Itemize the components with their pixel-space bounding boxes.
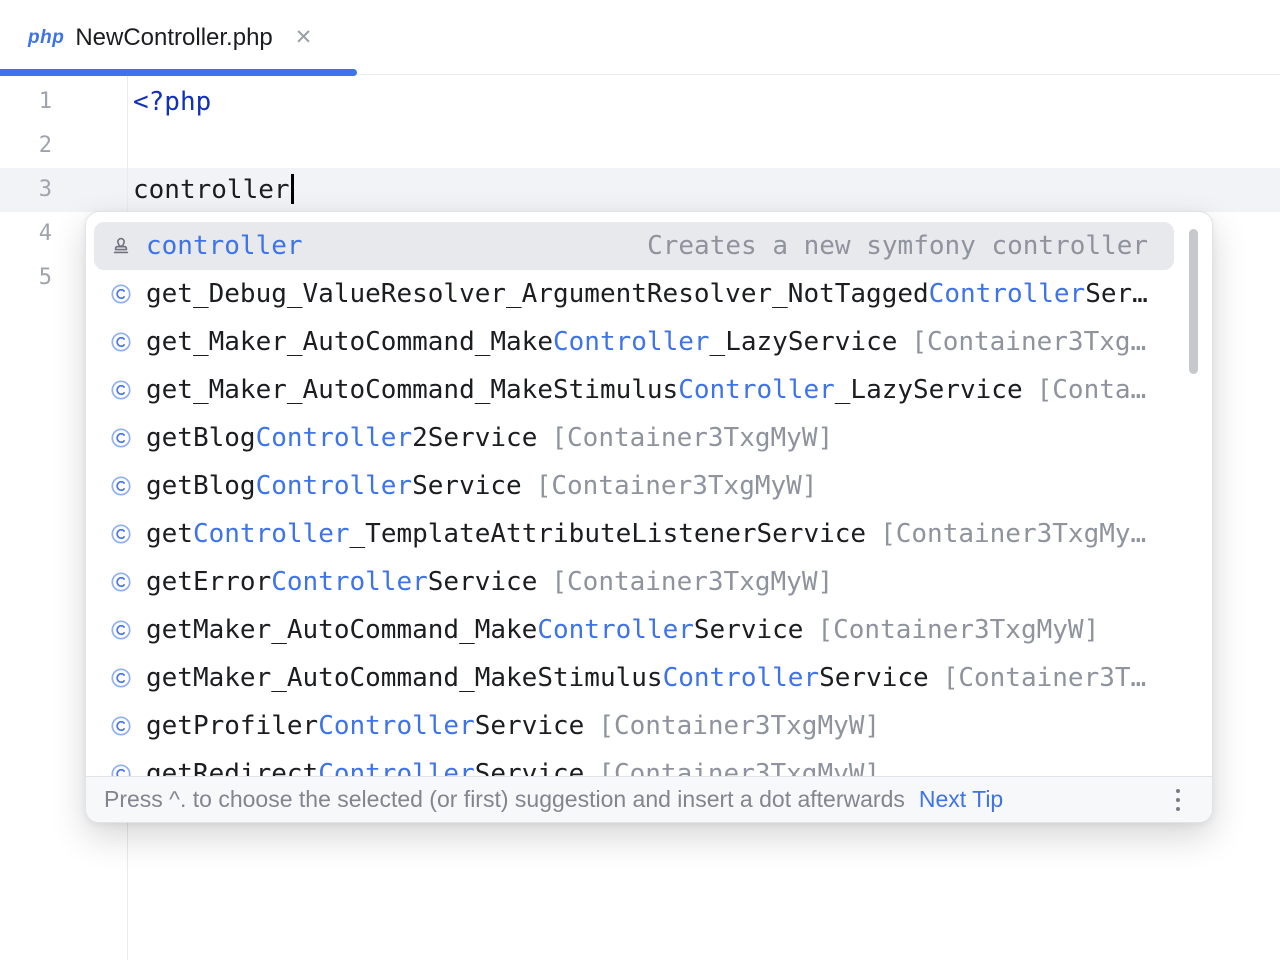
completion-item-label: getProfilerControllerService[Container3T…	[146, 711, 881, 741]
completion-footer: Press ^. to choose the selected (or firs…	[86, 776, 1212, 822]
code-line: <?php	[133, 80, 294, 124]
completion-item-label: getErrorControllerService[Container3TxgM…	[146, 567, 834, 597]
text-caret	[290, 173, 294, 204]
editor-tab-bar: php NewController.php ✕	[0, 0, 1280, 76]
completion-item-label: get_Maker_AutoCommand_MakeController_Laz…	[146, 327, 1147, 357]
completion-item[interactable]: getRedirectControllerService[Container3T…	[94, 750, 1174, 776]
completion-item[interactable]: getProfilerControllerService[Container3T…	[94, 702, 1174, 750]
completion-item-label: controller	[146, 231, 303, 261]
line-number: 5	[38, 265, 52, 290]
class-icon	[109, 426, 133, 450]
completion-item[interactable]: getMaker_AutoCommand_MakeControllerServi…	[94, 606, 1174, 654]
completion-item[interactable]: getMaker_AutoCommand_MakeStimulusControl…	[94, 654, 1174, 702]
next-tip-link[interactable]: Next Tip	[918, 786, 1004, 812]
completion-item[interactable]: get_Maker_AutoCommand_MakeStimulusContro…	[94, 366, 1174, 414]
completion-item[interactable]: getBlogController2Service[Container3TxgM…	[94, 414, 1174, 462]
close-tab-icon[interactable]: ✕	[294, 26, 313, 49]
editor-gutter: 1 2 3 4 5	[0, 80, 52, 300]
completion-popup: controller Creates a new symfony controll…	[85, 211, 1213, 823]
tab-title: NewController.php	[75, 23, 273, 51]
class-icon	[109, 378, 133, 402]
completion-item-label: getBlogControllerService[Container3TxgMy…	[146, 471, 818, 501]
completion-item-label: getBlogController2Service[Container3TxgM…	[146, 423, 834, 453]
completion-item[interactable]: get_Maker_AutoCommand_MakeController_Laz…	[94, 318, 1174, 366]
php-open-tag: <?php	[133, 87, 212, 117]
completion-item[interactable]: getErrorControllerService[Container3TxgM…	[94, 558, 1174, 606]
class-icon	[109, 666, 133, 690]
completion-item-label: get_Debug_ValueResolver_ArgumentResolver…	[146, 279, 1148, 309]
class-icon	[109, 762, 133, 776]
completion-item-description: Creates a new symfony controller	[647, 231, 1148, 261]
class-icon	[109, 330, 133, 354]
code-line: controller	[133, 168, 294, 212]
line-number: 3	[38, 177, 52, 202]
completion-item-label: getMaker_AutoCommand_MakeStimulusControl…	[146, 663, 1147, 693]
completion-list: controller Creates a new symfony controll…	[86, 212, 1212, 776]
completion-item-label: getRedirectControllerService[Container3T…	[146, 759, 881, 776]
class-icon	[109, 618, 133, 642]
footer-hint: Press ^. to choose the selected (or firs…	[104, 786, 905, 812]
completion-item[interactable]: getBlogControllerService[Container3TxgMy…	[94, 462, 1174, 510]
live-template-stamp-icon	[109, 234, 133, 258]
line-number: 2	[38, 133, 52, 158]
completion-item-label: get_Maker_AutoCommand_MakeStimulusContro…	[146, 375, 1147, 405]
completion-item[interactable]: getController_TemplateAttributeListenerS…	[94, 510, 1174, 558]
line-number: 1	[38, 89, 52, 114]
kebab-menu-icon[interactable]	[1172, 785, 1184, 815]
class-icon	[109, 282, 133, 306]
current-line-highlight	[0, 168, 1280, 212]
php-file-icon: php	[28, 26, 65, 48]
class-icon	[109, 522, 133, 546]
code-content: <?php controller	[133, 80, 294, 300]
typed-text: controller	[133, 175, 290, 205]
completion-item-label: getController_TemplateAttributeListenerS…	[146, 519, 1147, 549]
class-icon	[109, 570, 133, 594]
class-icon	[109, 714, 133, 738]
tab-newcontroller-php[interactable]: php NewController.php ✕	[0, 0, 357, 76]
completion-item-label: getMaker_AutoCommand_MakeControllerServi…	[146, 615, 1100, 645]
popup-scrollbar-thumb[interactable]	[1189, 229, 1198, 374]
class-icon	[109, 474, 133, 498]
active-tab-indicator	[0, 69, 357, 76]
line-number: 4	[38, 221, 52, 246]
code-line	[133, 124, 294, 168]
completion-item[interactable]: get_Debug_ValueResolver_ArgumentResolver…	[94, 270, 1174, 318]
completion-item-selected[interactable]: controller Creates a new symfony controll…	[94, 222, 1174, 270]
